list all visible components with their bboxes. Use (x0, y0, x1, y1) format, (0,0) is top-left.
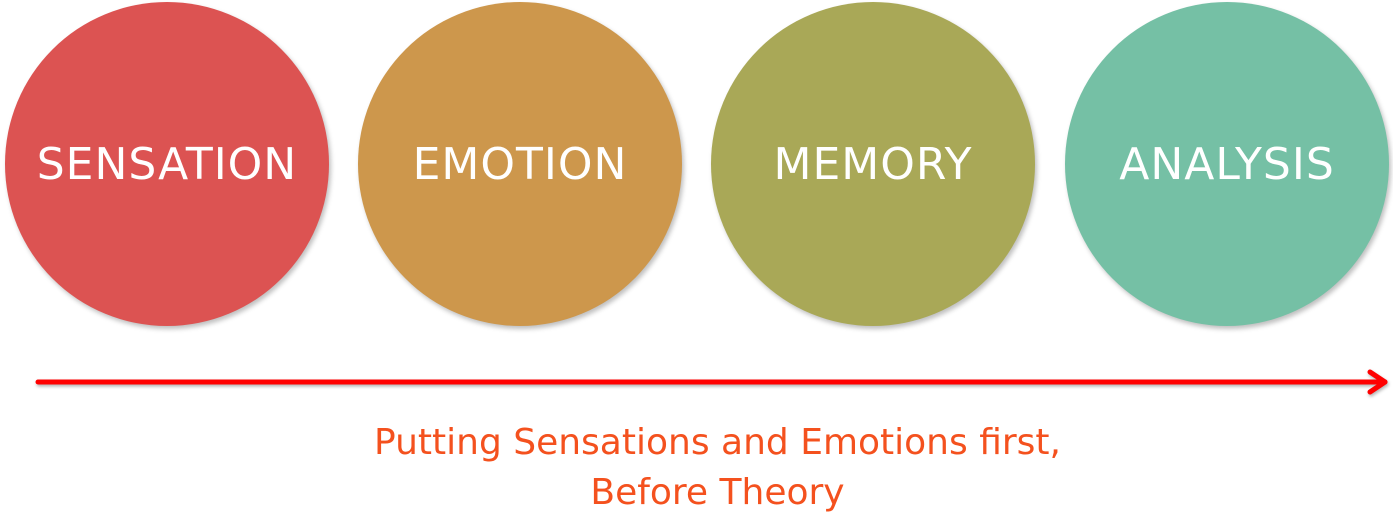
stage-circle-memory: MEMORY (711, 2, 1035, 326)
stage-label: SENSATION (36, 138, 298, 190)
caption: Putting Sensations and Emotions first, B… (0, 418, 1393, 518)
caption-line-1: Putting Sensations and Emotions first, (374, 422, 1061, 463)
timeline-arrow (35, 369, 1388, 395)
stage-label: EMOTION (412, 138, 628, 190)
stage-label: ANALYSIS (1119, 138, 1335, 190)
arrow-head (1367, 369, 1388, 395)
stage-circle-sensation: SENSATION (5, 2, 329, 326)
stage-circle-analysis: ANALYSIS (1065, 2, 1389, 326)
stage-circle-emotion: EMOTION (358, 2, 682, 326)
caption-line-2: Before Theory (590, 472, 845, 513)
stage-label: MEMORY (773, 138, 973, 190)
